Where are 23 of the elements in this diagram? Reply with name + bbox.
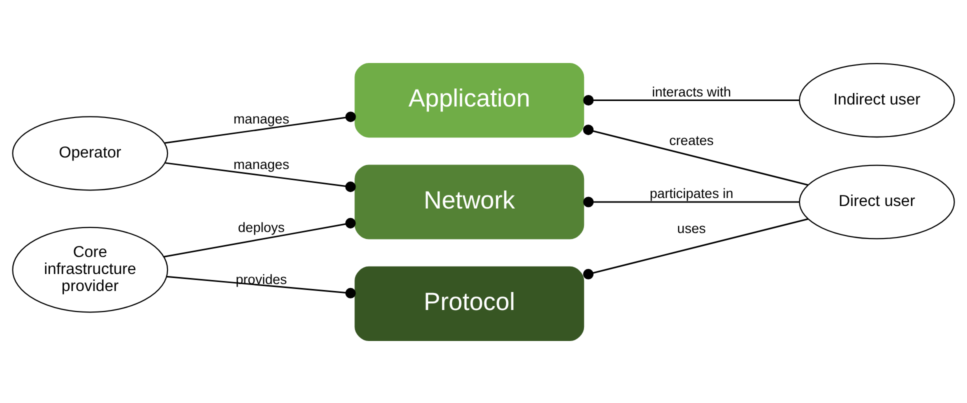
edge-label: uses (677, 220, 706, 236)
edge-label: manages (234, 111, 290, 126)
node-ellipse: Operator (12, 116, 168, 190)
connector (583, 124, 808, 186)
edge-label: creates (669, 132, 714, 148)
connector (583, 218, 808, 279)
connector (164, 111, 356, 144)
edge-label: manages (234, 156, 290, 172)
connector (166, 275, 356, 298)
edge-label: deploys (238, 220, 285, 235)
node-box: Network (354, 164, 584, 239)
node-box: Application (354, 62, 584, 138)
edge-label: provides (236, 272, 287, 287)
connector (164, 217, 356, 257)
node-ellipse: Indirect user (798, 62, 955, 138)
node-box: Protocol (354, 266, 584, 341)
node-ellipse: Direct user (798, 164, 955, 239)
connector (583, 94, 800, 106)
connector (583, 196, 800, 207)
edge-label: interacts with (652, 84, 732, 99)
connector (165, 162, 356, 192)
node-ellipse: Core infrastructure provider (12, 226, 168, 312)
edge-label: participates in (650, 186, 734, 201)
